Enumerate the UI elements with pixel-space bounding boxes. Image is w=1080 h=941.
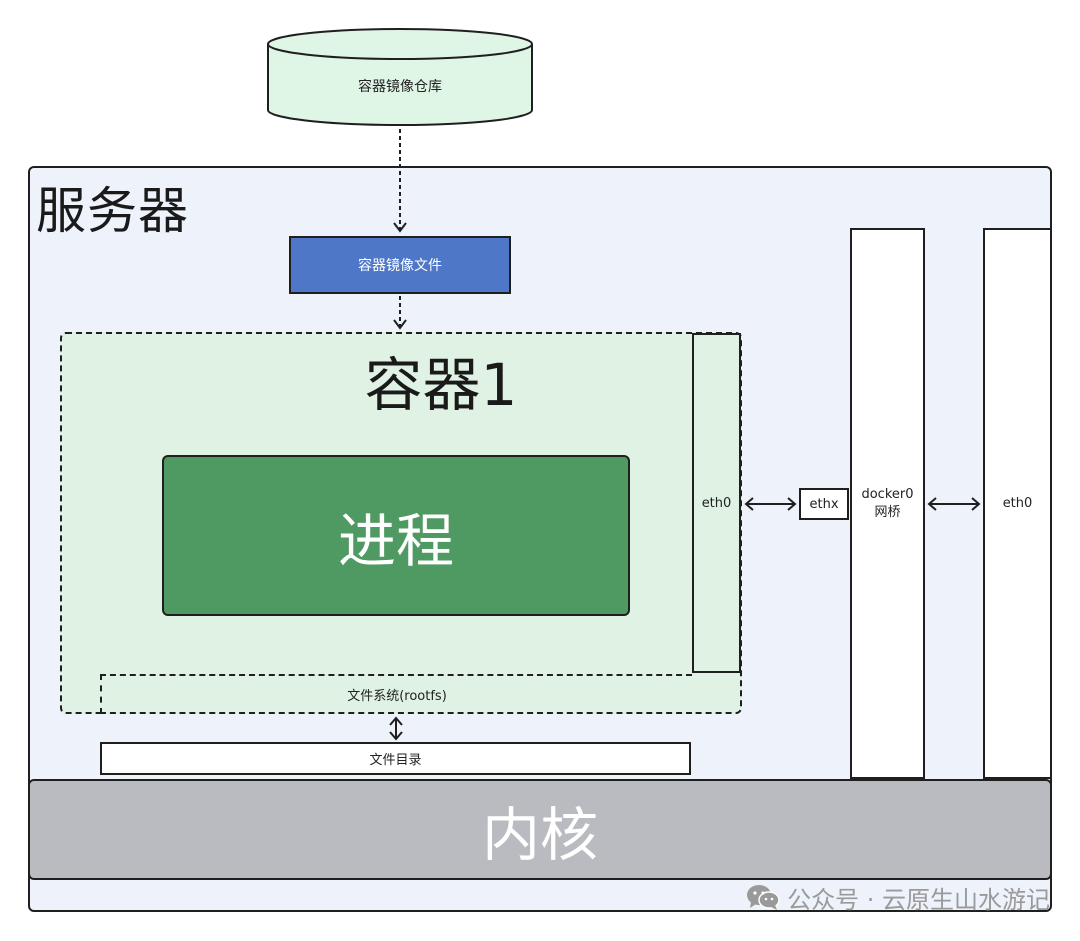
process-label: 进程 [337,506,454,575]
docker0-subtitle: 网桥 [874,504,901,520]
container-eth0-box: eth0 [692,333,741,673]
rootfs-box: 文件系统(rootfs) [100,674,692,714]
container-eth0-label: eth0 [701,495,732,511]
container-title: 容器1 [364,351,518,419]
file-directory-box: 文件目录 [100,742,691,775]
registry-label: 容器镜像仓库 [358,79,442,95]
image-registry-cylinder [266,27,534,127]
rootfs-label: 文件系统(rootfs) [347,688,447,704]
ethx-label: ethx [809,496,839,512]
process-box: 进程 [162,455,630,616]
host-eth0-label: eth0 [1002,496,1033,511]
watermark-text: 公众号 · 云原生山水游记 [787,885,1050,914]
watermark: 公众号 · 云原生山水游记 [745,880,1050,914]
docker0-bridge-box: docker0 网桥 [850,228,925,779]
docker0-name: docker0 [861,486,914,502]
host-eth0-box: eth0 [983,228,1052,779]
ethx-box: ethx [799,488,849,520]
image-file-box: 容器镜像文件 [289,236,511,294]
image-file-label: 容器镜像文件 [358,258,442,274]
server-title: 服务器 [36,182,189,240]
wechat-icon [747,885,780,910]
kernel-box: 内核 [28,779,1052,880]
file-directory-label: 文件目录 [369,753,422,768]
kernel-label: 内核 [481,800,598,869]
